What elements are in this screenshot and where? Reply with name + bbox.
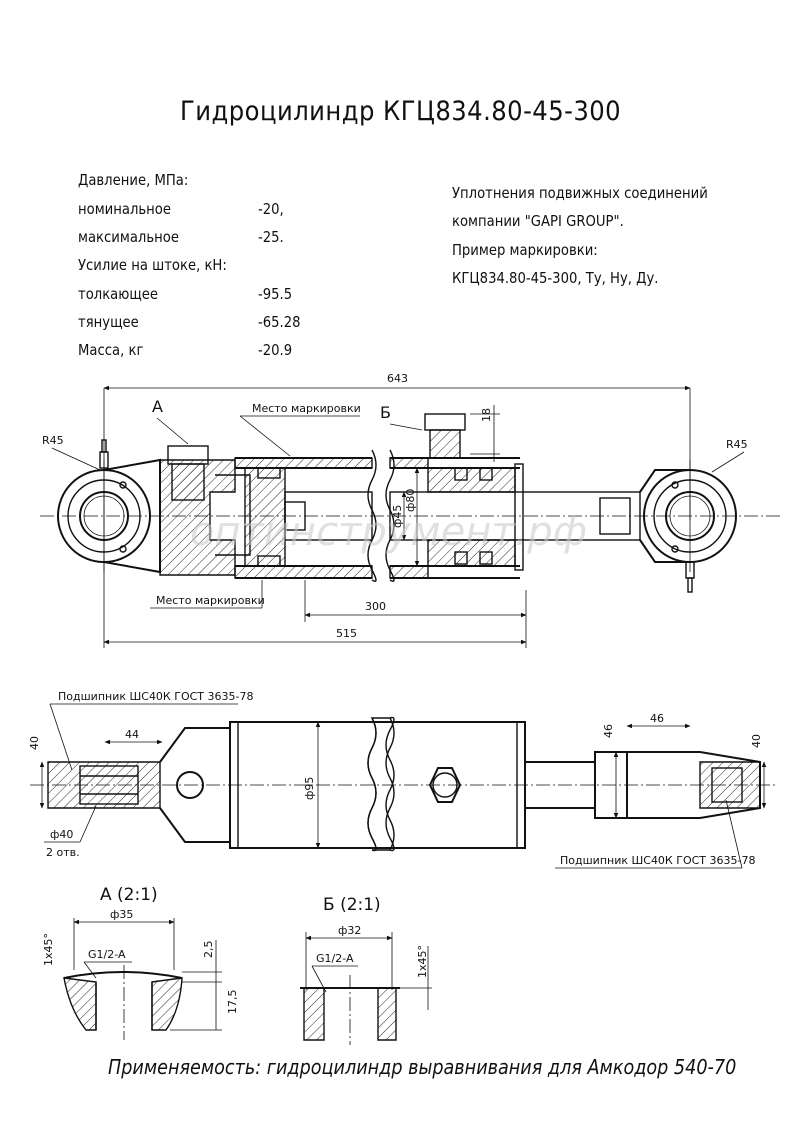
dia-45-text: ф45 (391, 505, 404, 528)
detail-b-dia: ф32 (338, 924, 361, 937)
push-label: толкающее (78, 285, 159, 303)
dim-46-vertical: 46 (602, 724, 615, 738)
dim-18-text: 18 (480, 408, 493, 422)
view-a-marker: А (152, 397, 163, 416)
detail-b-label: Б (2:1) (323, 895, 381, 915)
nominal-value: -20, (258, 200, 284, 218)
detail-a-dim-25: 2,5 (202, 941, 215, 959)
mass-value: -20.9 (258, 341, 293, 359)
radius-right-text: R45 (726, 438, 748, 451)
dia-80-text: ф80 (404, 489, 417, 512)
bearing-right-label: Подшипник ШС40К ГОСТ 3635-78 (560, 854, 755, 867)
marking-example: КГЦ834.80-45-300, Ту, Ну, Ду. (452, 269, 659, 287)
page-title: Гидроцилиндр КГЦ834.80-45-300 (180, 96, 622, 127)
detail-a: А (2:1) ф35 G1/2-A 1х45° 2,5 17,5 (42, 885, 239, 1040)
max-value: -25. (258, 228, 284, 246)
company-note: компании "GAPI GROUP". (452, 212, 624, 230)
holes-text: 2 отв. (46, 846, 80, 859)
plan-view: Подшипник ШС40К ГОСТ 3635-78 40 44 ф40 2… (28, 690, 775, 869)
marking-bottom-text: Место маркировки (156, 594, 265, 607)
dim-515-text: 515 (336, 627, 357, 640)
port-b-fitting (424, 413, 466, 431)
pull-value: -65.28 (258, 313, 301, 331)
max-label: максимальное (78, 228, 179, 246)
detail-a-dia: ф35 (110, 908, 133, 921)
detail-a-section (63, 977, 97, 1031)
section-view: 643 515 300 18 R45 А (40, 372, 780, 648)
detail-b-chamfer: 1х45° (416, 945, 429, 978)
dia-95-text: ф95 (303, 777, 316, 800)
view-b-marker: Б (380, 403, 391, 422)
seals-note: Уплотнения подвижных соединений (452, 184, 708, 202)
dim-44-text: 44 (125, 728, 139, 741)
detail-a-chamfer: 1х45° (42, 933, 55, 966)
bearing-left-label: Подшипник ШС40К ГОСТ 3635-78 (58, 690, 253, 703)
marking-top-text: Место маркировки (252, 402, 361, 415)
dim-40-left: 40 (28, 736, 41, 750)
dim-40-right: 40 (750, 734, 763, 748)
detail-a-thread: G1/2-A (88, 948, 126, 961)
dim-643-text: 643 (387, 372, 408, 385)
detail-a-dim-175: 17,5 (226, 990, 239, 1015)
pressure-header: Давление, МПа: (78, 171, 189, 189)
piston (244, 467, 286, 567)
dim-300-text: 300 (365, 600, 386, 613)
watermark: оптинструмент.рф (190, 509, 587, 555)
right-bearing-section (699, 761, 761, 809)
force-header: Усилие на штоке, кН: (78, 256, 227, 274)
break-line-section (367, 449, 377, 582)
pull-label: тянущее (78, 313, 139, 331)
mass-label: Масса, кг (78, 341, 144, 359)
push-value: -95.5 (258, 285, 293, 303)
detail-b-thread: G1/2-A (316, 952, 354, 965)
radius-left-text: R45 (42, 434, 64, 447)
dim-46-horizontal: 46 (650, 712, 664, 725)
left-bearing-section (47, 761, 161, 809)
dia-40-text: ф40 (50, 828, 73, 841)
gland-section (427, 467, 516, 493)
applicability-footer: Применяемость: гидроцилиндр выравнивания… (108, 1055, 737, 1079)
nominal-label: номинальное (78, 200, 172, 218)
detail-b: Б (2:1) ф32 G1/2-A 1х45° (300, 895, 432, 1045)
detail-b-section (303, 987, 325, 1041)
marking-example-header: Пример маркировки: (452, 241, 598, 259)
detail-a-label: А (2:1) (100, 885, 158, 905)
